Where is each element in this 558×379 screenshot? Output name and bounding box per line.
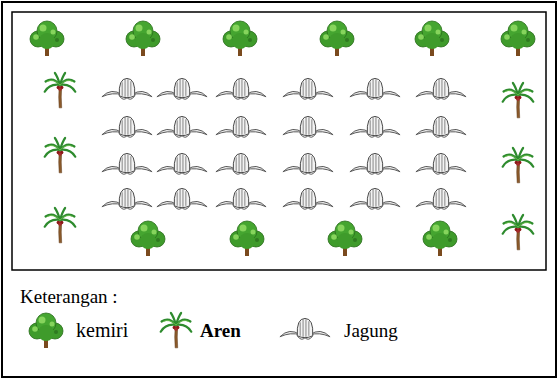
- jagung-plant-icon: [283, 116, 333, 137]
- aren-palm-icon: [45, 138, 76, 173]
- jagung-plant-icon: [416, 153, 466, 174]
- jagung-plant-icon: [102, 116, 152, 137]
- legend-sample-icon: [29, 313, 63, 348]
- jagung-plant-icon: [157, 78, 207, 99]
- jagung-plant-icon: [157, 188, 207, 209]
- jagung-plant-icon: [216, 188, 266, 209]
- jagung-plant-icon: [416, 188, 466, 209]
- jagung-plant-icon: [350, 153, 400, 174]
- jagung-plant-icon: [216, 78, 266, 99]
- legend-sample-icon: [280, 318, 330, 339]
- jagung-plant-icon: [416, 78, 466, 99]
- legend-sample-icon: [161, 313, 192, 348]
- kemiri-tree-icon: [126, 21, 160, 56]
- kemiri-tree-icon: [423, 221, 457, 256]
- jagung-plant-icon: [216, 153, 266, 174]
- legend-text: kemiri: [76, 320, 128, 340]
- legend-text: Jagung: [344, 321, 398, 340]
- legend-text: Aren: [200, 321, 241, 340]
- field-border: [12, 12, 546, 270]
- aren-palm-icon: [503, 215, 534, 250]
- jagung-plant-icon: [283, 188, 333, 209]
- jagung-plant-icon: [216, 116, 266, 137]
- aren-palm-icon: [45, 208, 76, 243]
- jagung-plant-icon: [350, 116, 400, 137]
- jagung-plant-icon: [102, 78, 152, 99]
- jagung-plant-icon: [102, 153, 152, 174]
- jagung-plant-icon: [416, 116, 466, 137]
- jagung-plant-icon: [157, 153, 207, 174]
- kemiri-tree-icon: [230, 221, 264, 256]
- legend-heading: Keterangan :: [20, 287, 118, 306]
- jagung-plant-icon: [157, 116, 207, 137]
- jagung-plant-icon: [102, 188, 152, 209]
- kemiri-tree-icon: [131, 221, 165, 256]
- jagung-plant-icon: [283, 78, 333, 99]
- aren-palm-icon: [45, 73, 76, 108]
- jagung-plant-icon: [350, 188, 400, 209]
- kemiri-tree-icon: [223, 21, 257, 56]
- kemiri-tree-icon: [415, 21, 449, 56]
- aren-palm-icon: [503, 83, 534, 118]
- jagung-plant-icon: [350, 78, 400, 99]
- kemiri-tree-icon: [30, 21, 64, 56]
- kemiri-tree-icon: [501, 21, 535, 56]
- kemiri-tree-icon: [328, 221, 362, 256]
- aren-palm-icon: [503, 148, 534, 183]
- jagung-plant-icon: [283, 153, 333, 174]
- kemiri-tree-icon: [320, 21, 354, 56]
